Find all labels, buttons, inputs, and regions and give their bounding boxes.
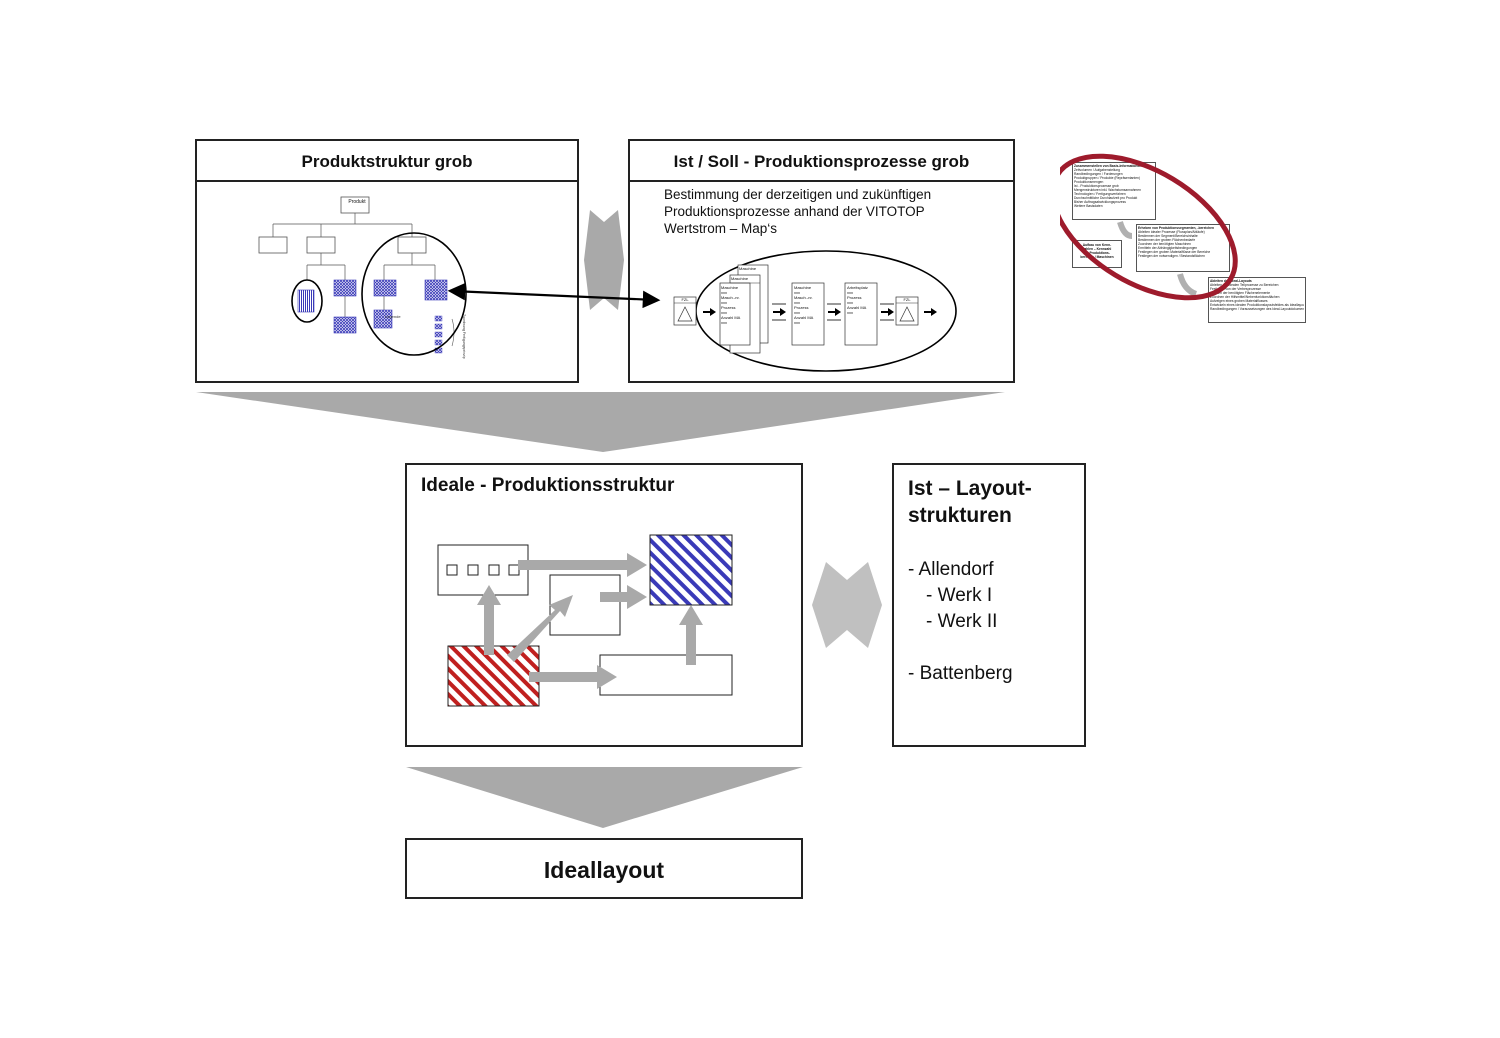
flow-arrows — [477, 553, 703, 689]
layout-list: - Allendorf - Werk I - Werk II - Battenb… — [908, 557, 1013, 687]
layout-item-battenberg: - Battenberg — [908, 663, 1013, 684]
desc-line-3: Wertstrom – Map‘s — [664, 221, 778, 236]
legend-label: Legende — [385, 314, 401, 319]
panel-ideal-structure: Ideale - Produktionsstruktur — [405, 463, 803, 747]
layout-item-allendorf: - Allendorf — [908, 559, 994, 580]
stack-mid-label: Maschine — [731, 276, 749, 281]
thumb-box-1: Zusammenstellen von Basis-Informationen … — [1072, 162, 1156, 220]
thumb-box-2: Erheben von Produktionssegmenten, -berei… — [1136, 224, 1230, 272]
panel-process-title: Ist / Soll - Produktionsprozesse grob — [673, 152, 970, 171]
double-arrow-top — [584, 210, 624, 310]
side-note: Zuordnung Fertigungsprinzip — [462, 314, 466, 359]
ideal-layout-title: Ideallayout — [543, 857, 665, 883]
value-stream-map — [673, 250, 957, 372]
product-tree: Legende Zuordnung Fertigungsprinzip — [258, 196, 467, 359]
layout-title-line-2: strukturen — [908, 504, 1012, 527]
desc-line-2: Produktionsprozesse anhand der VITOTOP — [664, 204, 925, 219]
stack-top-label: Maschine — [739, 266, 757, 271]
ideal-structure-diagram — [437, 534, 733, 707]
double-arrow-middle — [812, 562, 882, 648]
panel-product-structure: Produktstruktur grob Legende — [195, 139, 579, 383]
process-thumbnail: Zusammenstellen von Basis-Informationen … — [1060, 140, 1310, 340]
layout-item-werk-2: - Werk II — [926, 611, 998, 632]
panel-ideal-title: Ideale - Produktionsstruktur — [421, 475, 675, 496]
panel-process: Ist / Soll - Produktionsprozesse grob Be… — [628, 139, 1015, 383]
desc-line-1: Bestimmung der derzeitigen und zukünftig… — [664, 187, 932, 202]
fzl-label-1: FZL — [681, 297, 689, 302]
root-node-label: Produkt — [348, 199, 366, 205]
thumb-highlight-ellipse — [1060, 153, 1238, 301]
layout-title-line-1: Ist – Layout- — [908, 477, 1032, 500]
fzl-label-2: FZL — [903, 297, 911, 302]
process-description: Bestimmung der derzeitigen und zukünftig… — [664, 186, 931, 237]
panel-layout-structures: Ist – Layout- strukturen - Allendorf - W… — [892, 463, 1086, 747]
panel-product-title: Produktstruktur grob — [301, 152, 473, 171]
flow-arrow-down-1 — [196, 392, 1005, 452]
layout-item-werk-1: - Werk I — [926, 585, 993, 606]
panel-ideal-layout: Ideallayout — [405, 838, 803, 899]
flow-arrow-down-2 — [406, 767, 803, 828]
layout-title: Ist – Layout- strukturen — [908, 475, 1032, 529]
